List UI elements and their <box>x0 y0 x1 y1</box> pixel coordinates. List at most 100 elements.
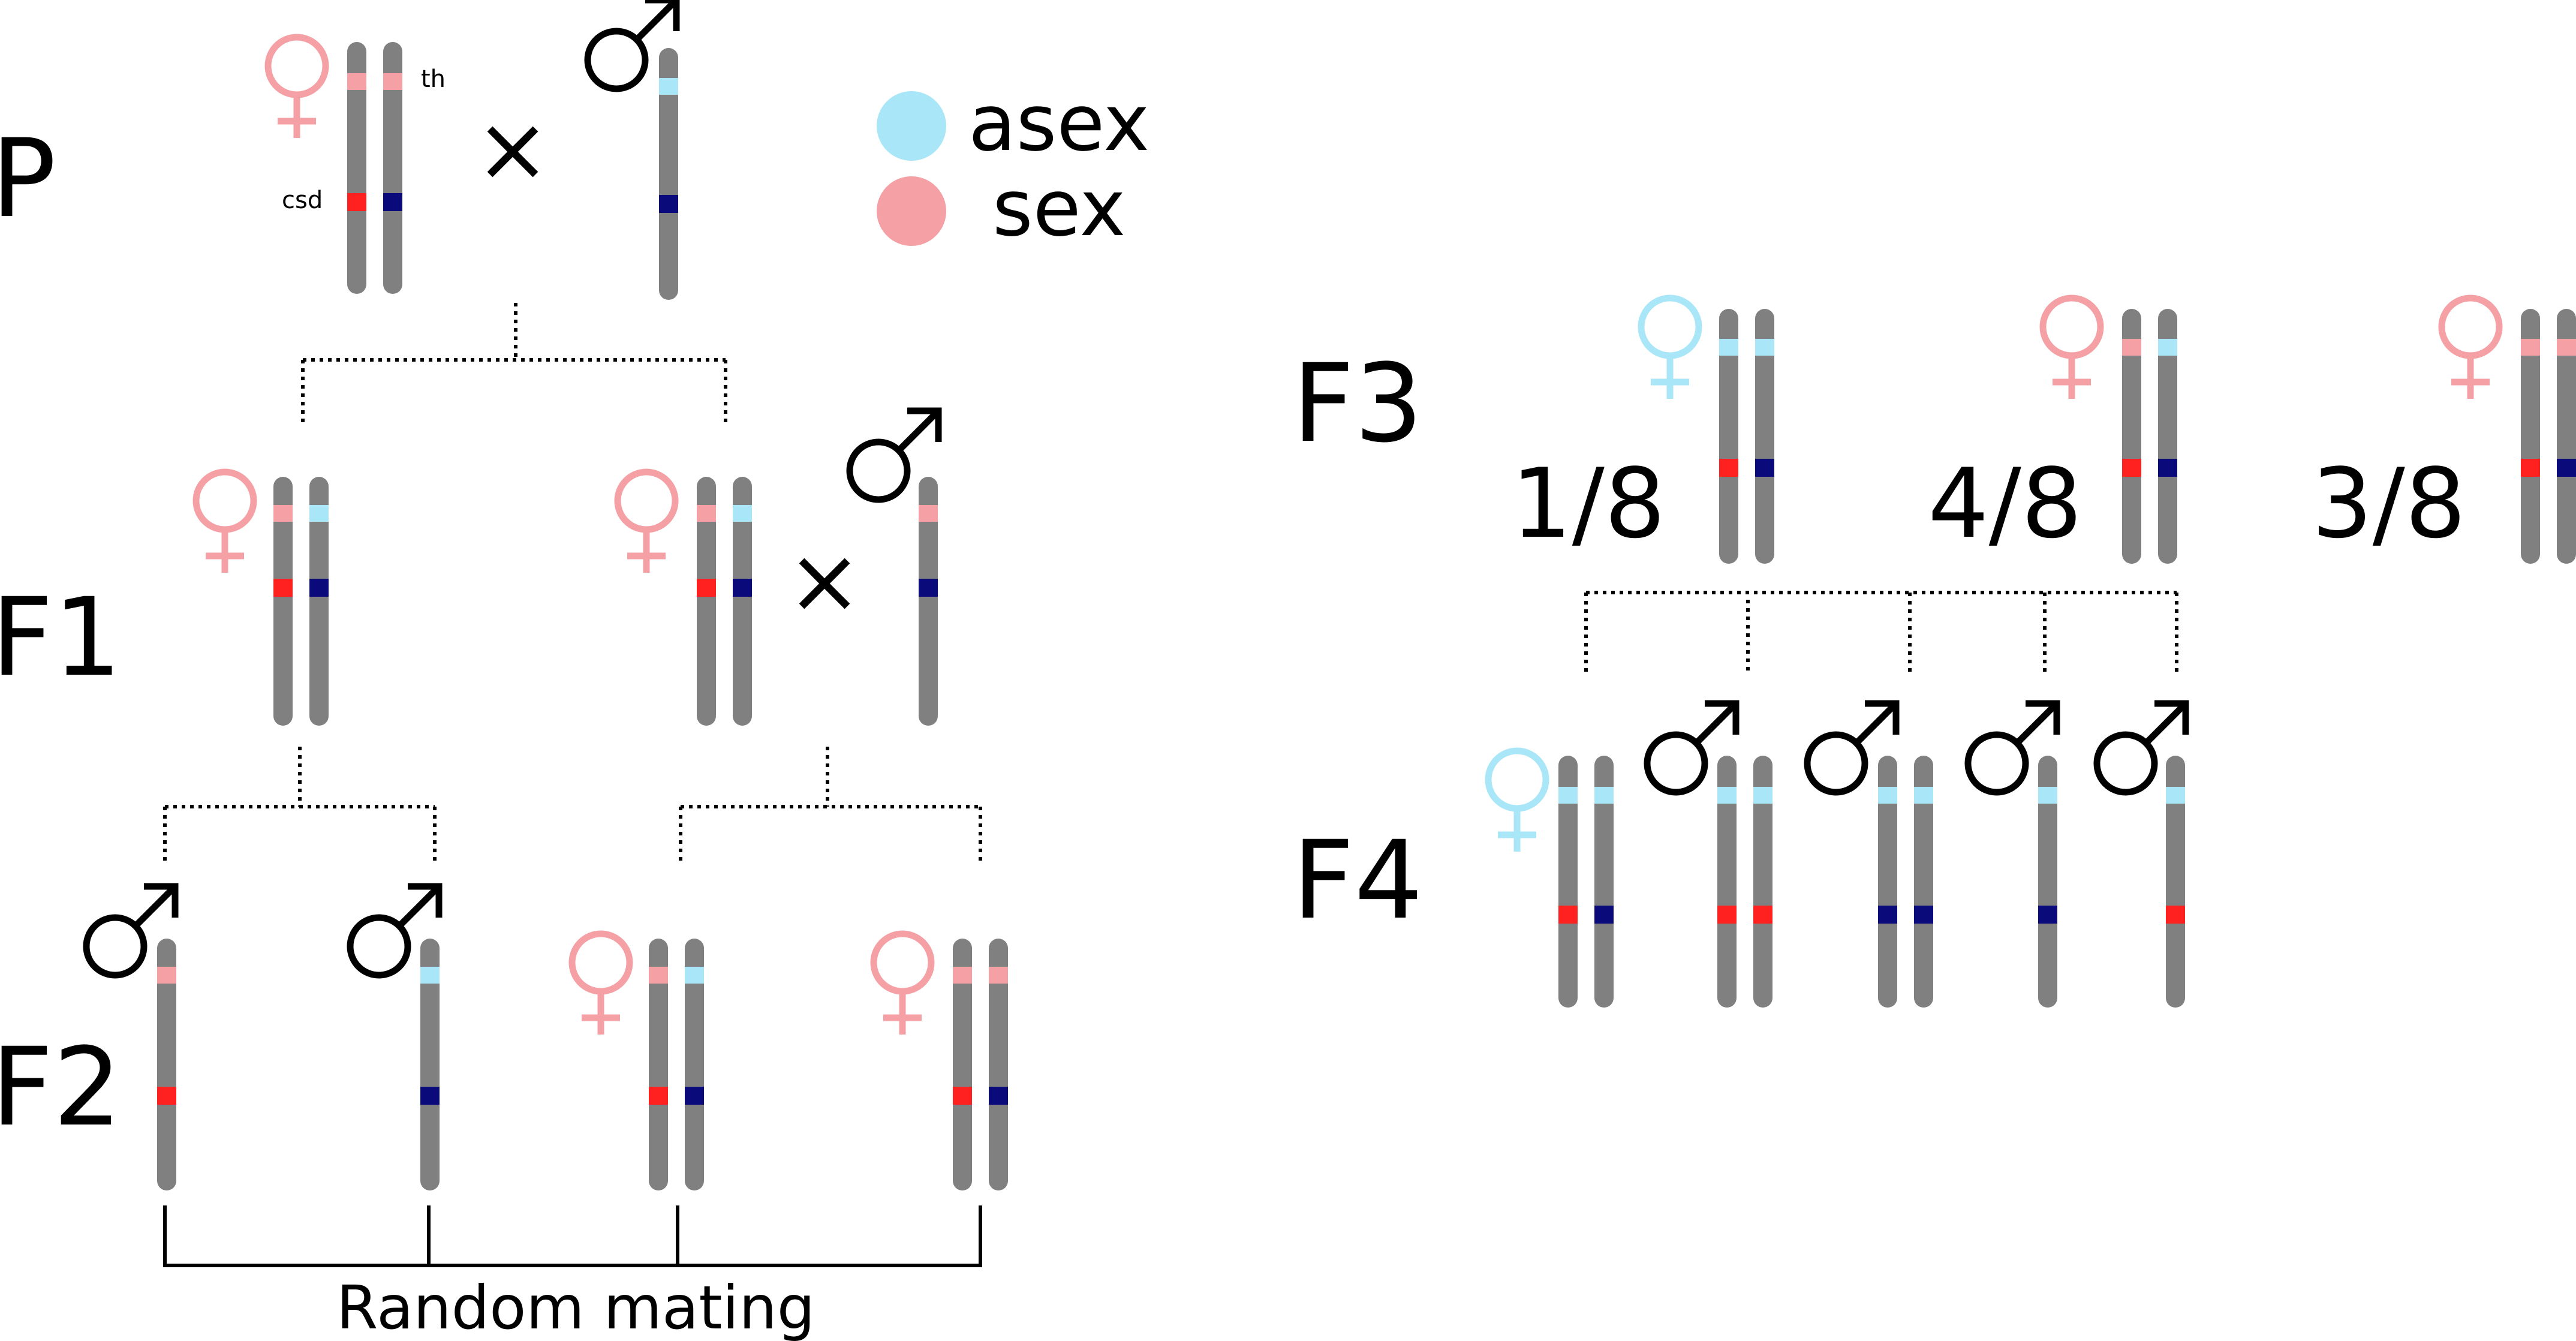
chromosome-body <box>649 939 668 1190</box>
th-locus-band <box>1753 787 1772 804</box>
f3-female-2-chromosome-1 <box>2122 309 2141 564</box>
chromosome-body <box>953 939 972 1190</box>
th-locus-band <box>2038 787 2057 804</box>
th-label: th <box>421 65 446 93</box>
f2-female-1-symbol <box>568 930 633 1035</box>
f4-male-2-chromosome-1 <box>1878 756 1897 1008</box>
chromosome-body <box>697 477 716 726</box>
th-locus-band <box>953 967 972 984</box>
csd-locus-band <box>2521 459 2540 477</box>
chromosome-body <box>273 477 293 726</box>
cross-symbol-f1: × <box>787 529 862 633</box>
csd-locus-band <box>2038 906 2057 924</box>
th-locus-band <box>1878 787 1897 804</box>
csd-locus-band <box>309 579 329 597</box>
csd-locus-band <box>420 1087 440 1105</box>
chromosome-body <box>1914 756 1933 1008</box>
th-locus-band <box>1719 339 1738 356</box>
random-mating-bracket <box>163 1205 982 1267</box>
th-locus-band <box>2122 339 2141 356</box>
f2-female-2-chromosome-1 <box>953 939 972 1190</box>
chromosome-body <box>1878 756 1897 1008</box>
gen-label-f1: F1 <box>0 575 122 700</box>
chromosome-body <box>157 939 176 1190</box>
legend-sex-dot <box>877 176 946 246</box>
f1-female-a-symbol <box>192 468 257 573</box>
th-locus-band <box>919 505 938 522</box>
f2-male-2-symbol <box>347 883 443 979</box>
chromosome-body <box>347 42 366 294</box>
f3-female-2-chromosome-2 <box>2158 309 2177 564</box>
sex-symbols <box>83 0 2503 1035</box>
csd-locus-band <box>2122 459 2141 477</box>
th-locus-band <box>989 967 1008 984</box>
f4-male-4-symbol <box>2093 700 2189 796</box>
csd-locus-band <box>953 1087 972 1105</box>
chromosome-body <box>1719 309 1738 564</box>
csd-locus-band <box>383 193 402 211</box>
f2-female-2-symbol <box>870 930 935 1035</box>
chromosome-body <box>989 939 1008 1190</box>
p-male-chromosome <box>659 48 678 300</box>
th-locus-band <box>2158 339 2177 356</box>
chromosome-body <box>685 939 704 1190</box>
f3-female-2-symbol <box>2039 294 2104 399</box>
chromosomes <box>157 42 2576 1190</box>
f4-male-2-chromosome-2 <box>1914 756 1933 1008</box>
f3-female-1-chromosome-2 <box>1755 309 1774 564</box>
p-female-symbol <box>264 34 329 138</box>
chromosome-body <box>733 477 752 726</box>
csd-locus-band <box>697 579 716 597</box>
f1-female-a-chromosome-1 <box>273 477 293 726</box>
chromosome-body <box>659 48 678 300</box>
fraction-3: 3/8 <box>2312 447 2466 560</box>
th-locus-band <box>649 967 668 984</box>
f1-female-b-symbol <box>614 468 679 573</box>
csd-locus-band <box>989 1087 1008 1105</box>
th-locus-band <box>685 967 704 984</box>
gen-label-p: P <box>0 116 56 242</box>
csd-locus-band <box>1558 906 1578 924</box>
f3-female-3-chromosome-1 <box>2521 309 2540 564</box>
chromosome-body <box>919 477 938 726</box>
p-male-symbol <box>584 0 680 92</box>
chromosome-body <box>383 42 402 294</box>
gen-label-f2: F2 <box>0 1025 122 1150</box>
legend-sex-label: sex <box>992 163 1126 254</box>
csd-locus-band <box>919 579 938 597</box>
f2-male-2-chromosome <box>420 939 440 1190</box>
gen-label-f3: F3 <box>1292 341 1423 467</box>
f1-male-symbol <box>846 407 942 503</box>
chromosome-body <box>2122 309 2141 564</box>
th-locus-band <box>733 505 752 522</box>
csd-locus-band <box>1594 906 1614 924</box>
f2-female-1-chromosome-2 <box>685 939 704 1190</box>
f4-male-3-chromosome <box>2038 756 2057 1008</box>
fraction-2: 4/8 <box>1928 447 2083 560</box>
f4-male-1-chromosome-1 <box>1717 756 1737 1008</box>
th-locus-band <box>383 73 402 90</box>
chromosome-body <box>2557 309 2576 564</box>
f4-male-2-symbol <box>1804 700 1900 796</box>
csd-locus-band <box>2166 906 2185 924</box>
th-locus-band <box>659 78 678 95</box>
th-locus-band <box>273 505 293 522</box>
csd-locus-band <box>273 579 293 597</box>
th-locus-band <box>2557 339 2576 356</box>
csd-locus-band <box>1753 906 1772 924</box>
th-locus-band <box>1558 787 1578 804</box>
th-locus-band <box>2166 787 2185 804</box>
chromosome-body <box>1594 756 1614 1008</box>
th-locus-band <box>347 73 366 90</box>
f3-female-1-chromosome-1 <box>1719 309 1738 564</box>
th-locus-band <box>1914 787 1933 804</box>
f1-male-chromosome <box>919 477 938 726</box>
legend-asex-label: asex <box>968 77 1149 169</box>
f4-male-1-chromosome-2 <box>1753 756 1772 1008</box>
f3-female-3-chromosome-2 <box>2557 309 2576 564</box>
csd-locus-band <box>1755 459 1774 477</box>
fraction-1: 1/8 <box>1511 447 1666 560</box>
lineage-connectors <box>163 303 2178 864</box>
cross-symbol-p: × <box>475 97 550 202</box>
